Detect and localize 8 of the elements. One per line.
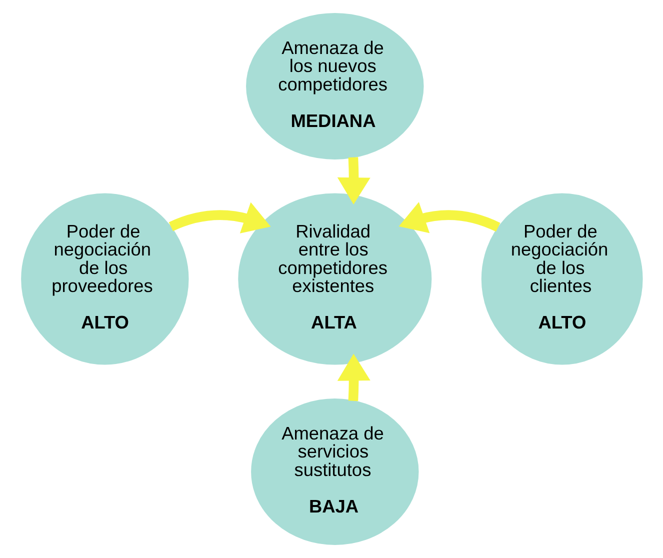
arrow bbox=[336, 354, 370, 402]
node-circle: Poder de negociación de los proveedores ALTO bbox=[20, 193, 188, 365]
node-ellipse: Amenaza de los nuevos competidores MEDIANA bbox=[246, 13, 424, 160]
arrow bbox=[168, 202, 270, 234]
node-circle: Poder de negociación de los clientes ALTO bbox=[480, 193, 642, 365]
node-ellipse: Amenaza de servicios sustitutos BAJA bbox=[250, 398, 418, 545]
arrow bbox=[398, 202, 500, 234]
arrow bbox=[336, 157, 370, 204]
